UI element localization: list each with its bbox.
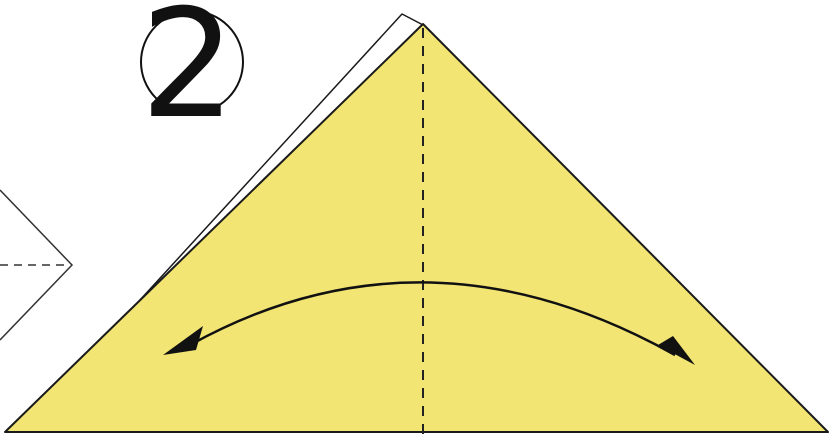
- step-number: 2: [128, 0, 248, 140]
